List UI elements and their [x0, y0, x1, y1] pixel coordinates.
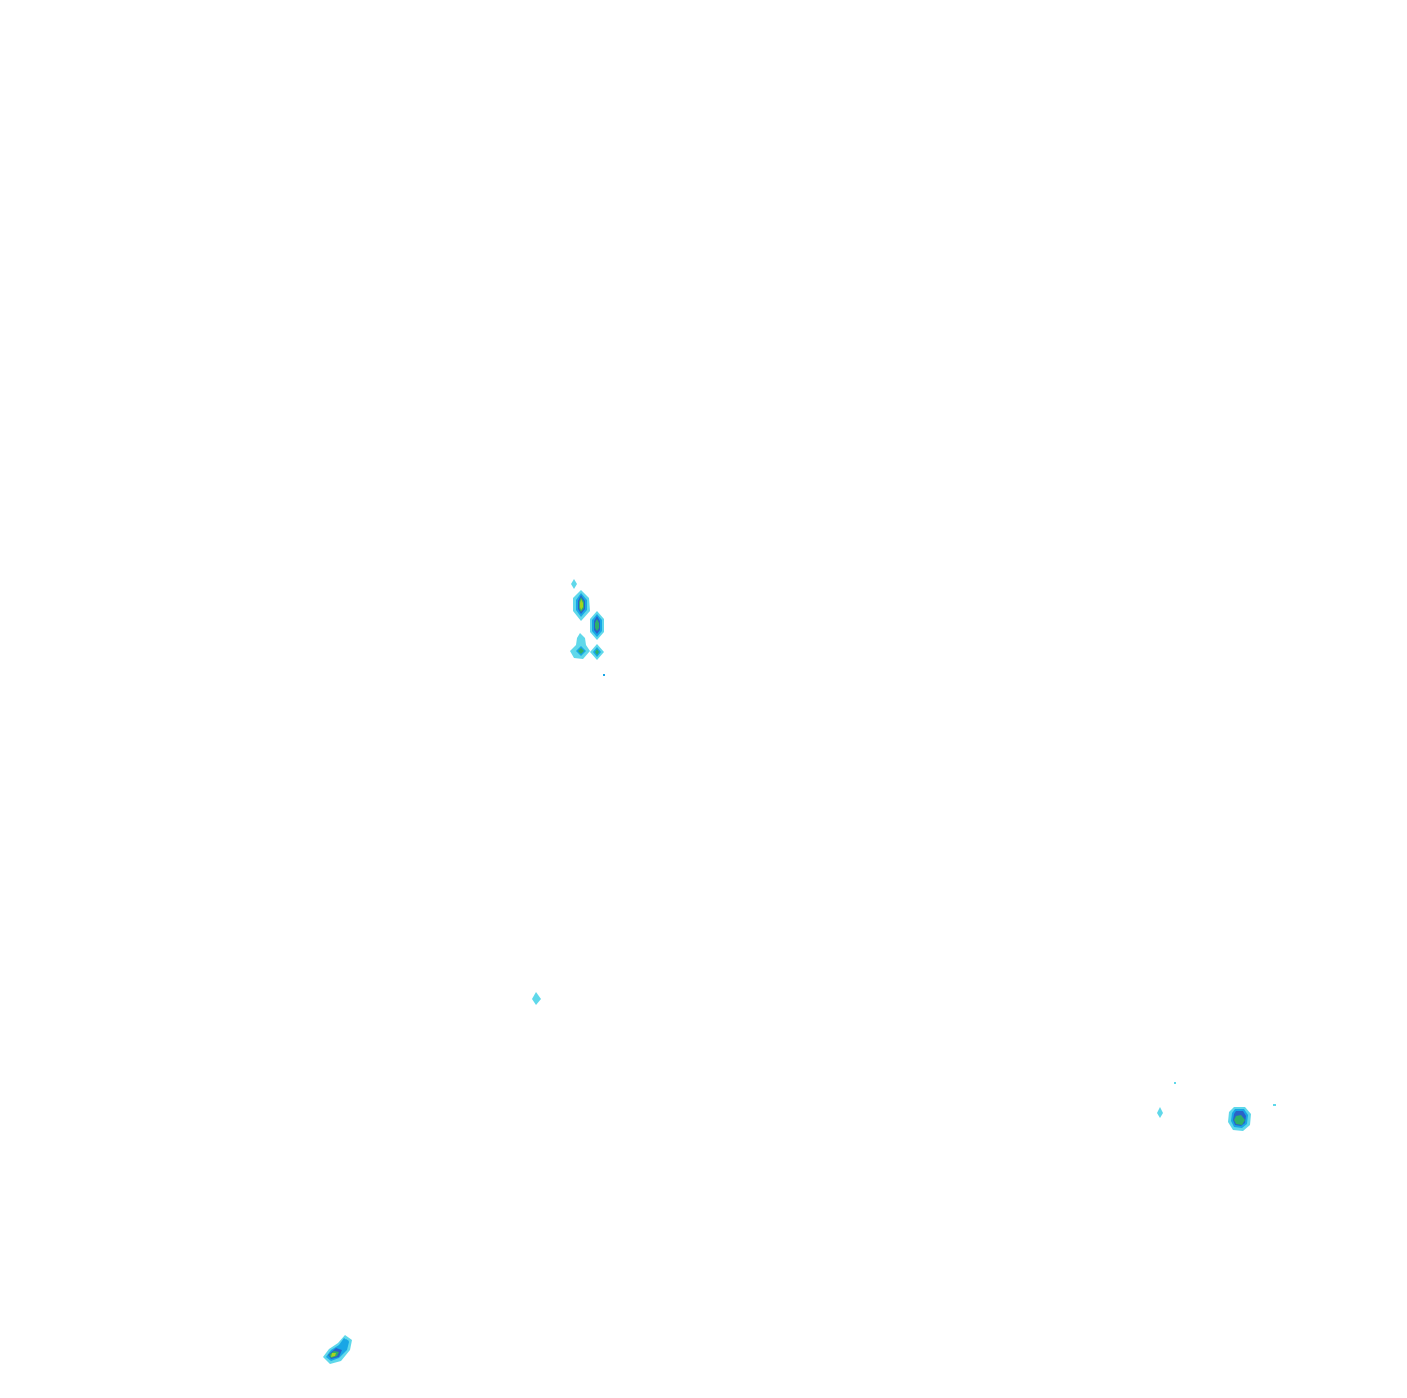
echo-cell-right-main — [1228, 1107, 1251, 1131]
echo-cell-bottom-left — [323, 1335, 352, 1364]
echo-speck — [1174, 1082, 1176, 1084]
echo-cell-isolated — [532, 992, 541, 1005]
echo-cell — [571, 579, 577, 589]
echo-cell-lower-right — [590, 644, 604, 660]
echo-cell-lower-left — [570, 633, 590, 659]
echo-speck — [1273, 1104, 1276, 1106]
echo-cluster-right — [1157, 1082, 1276, 1131]
echo-cell-upper — [573, 590, 590, 621]
echo-cluster-center — [570, 579, 605, 676]
echo-speck — [603, 674, 605, 676]
echo-cell — [1157, 1107, 1163, 1118]
echo-cell-right — [590, 611, 604, 640]
